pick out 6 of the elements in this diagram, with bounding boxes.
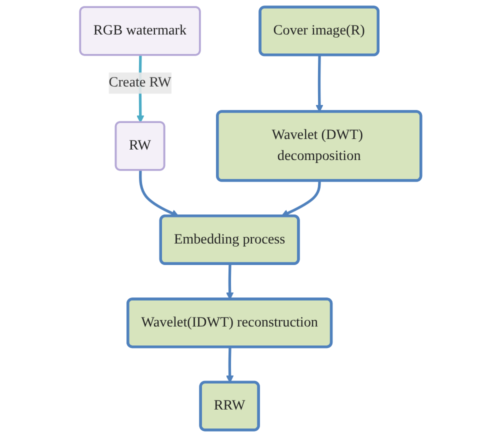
arrow xyxy=(226,347,234,383)
arrow xyxy=(139,170,179,217)
arrow xyxy=(226,264,234,300)
arrow xyxy=(316,55,324,112)
edge-label: Create RW xyxy=(108,75,172,90)
arrow xyxy=(281,180,321,217)
